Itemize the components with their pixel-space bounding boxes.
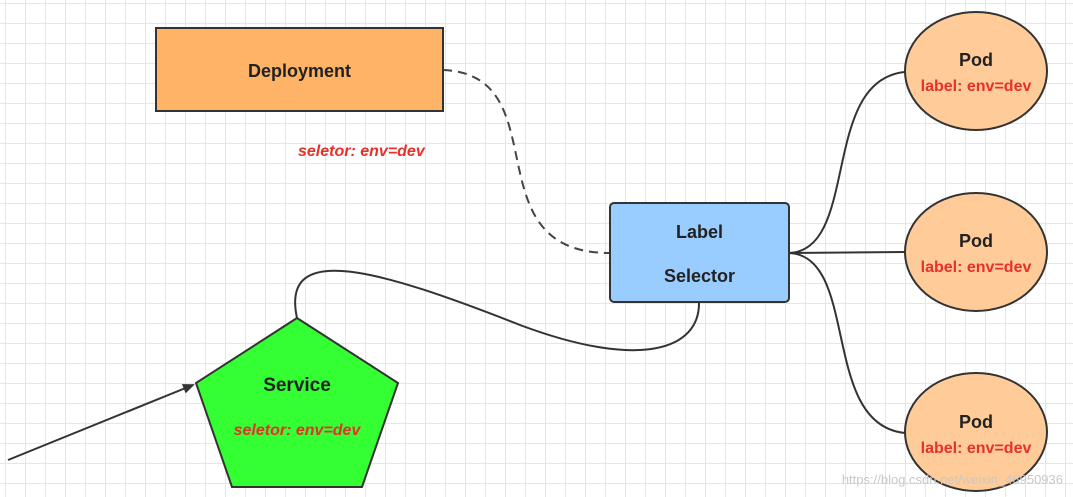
deployment-selector-text: seletor: env=dev	[298, 143, 426, 160]
pod-node[interactable]: Pod label: env=dev	[904, 192, 1048, 312]
pod-node[interactable]: Pod label: env=dev	[904, 372, 1048, 492]
watermark-text: https://blog.csdn.net/weixin_46950936	[841, 472, 1063, 487]
label-selector-node[interactable]: Label Selector	[609, 202, 790, 303]
pod-title: Pod	[959, 50, 993, 70]
pod-node[interactable]: Pod label: env=dev	[904, 11, 1048, 131]
deployment-to-selector-connector	[442, 69, 611, 254]
deployment-label: Deployment	[248, 61, 351, 81]
service-label: Service	[263, 375, 331, 396]
service-node[interactable]: Service seletor: env=dev	[194, 316, 400, 488]
pod-label-text: label: env=dev	[921, 78, 1032, 95]
selector-to-pod-1-connector	[788, 71, 906, 254]
service-selector-text: seletor: env=dev	[234, 422, 362, 439]
deployment-node[interactable]: Deployment	[155, 27, 444, 112]
pod-title: Pod	[959, 412, 993, 432]
incoming-arrow	[7, 384, 195, 461]
label-selector-line1: Label	[676, 222, 723, 242]
pod-label-text: label: env=dev	[921, 259, 1032, 276]
pod-label-text: label: env=dev	[921, 440, 1032, 457]
label-selector-line2: Selector	[664, 266, 735, 286]
selector-to-pod-2-connector	[788, 251, 906, 254]
selector-to-pod-3-connector	[788, 252, 906, 434]
service-to-selector-connector	[294, 269, 701, 352]
pod-title: Pod	[959, 231, 993, 251]
